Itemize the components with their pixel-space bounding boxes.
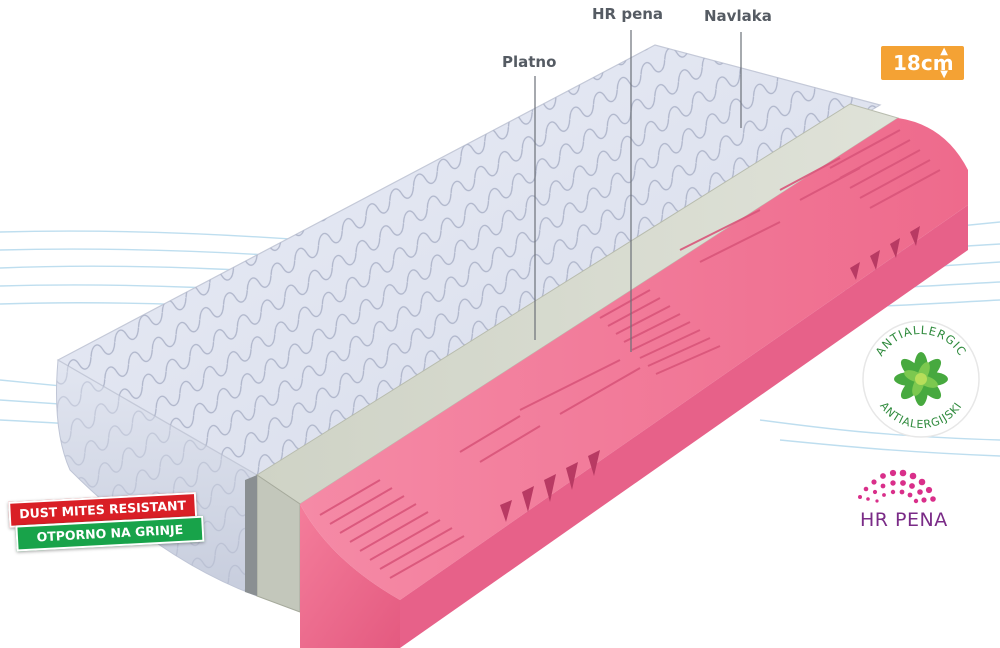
navlaka-label: Navlaka [704, 7, 772, 25]
height-badge: 18cm ▲ ▼ [881, 46, 964, 80]
hr-foam-side [300, 504, 400, 648]
height-unit: cm [920, 51, 954, 75]
hr-foam-top [300, 118, 968, 600]
green-flower-icon [894, 352, 948, 406]
antiallergic-badge: ANTIALLERGIC ANTIALERGIJSKI [862, 320, 980, 438]
hr-pena-logo-text: HR PENA [860, 509, 948, 531]
dotted-arc-icon [858, 469, 936, 504]
height-value: 18 [893, 51, 921, 75]
arrow-down-icon: ▼ [940, 69, 948, 80]
platno-label: Platno [502, 53, 557, 71]
foam-cuts [319, 129, 941, 579]
dust-mites-badge: DUST MITES RESISTANT OTPORNO NA GRINJE [6, 490, 205, 552]
arrow-up-icon: ▲ [940, 46, 948, 57]
hr-pena-label: HR pena [592, 5, 664, 23]
callout-lines [534, 30, 742, 352]
foam-notches [500, 226, 920, 522]
